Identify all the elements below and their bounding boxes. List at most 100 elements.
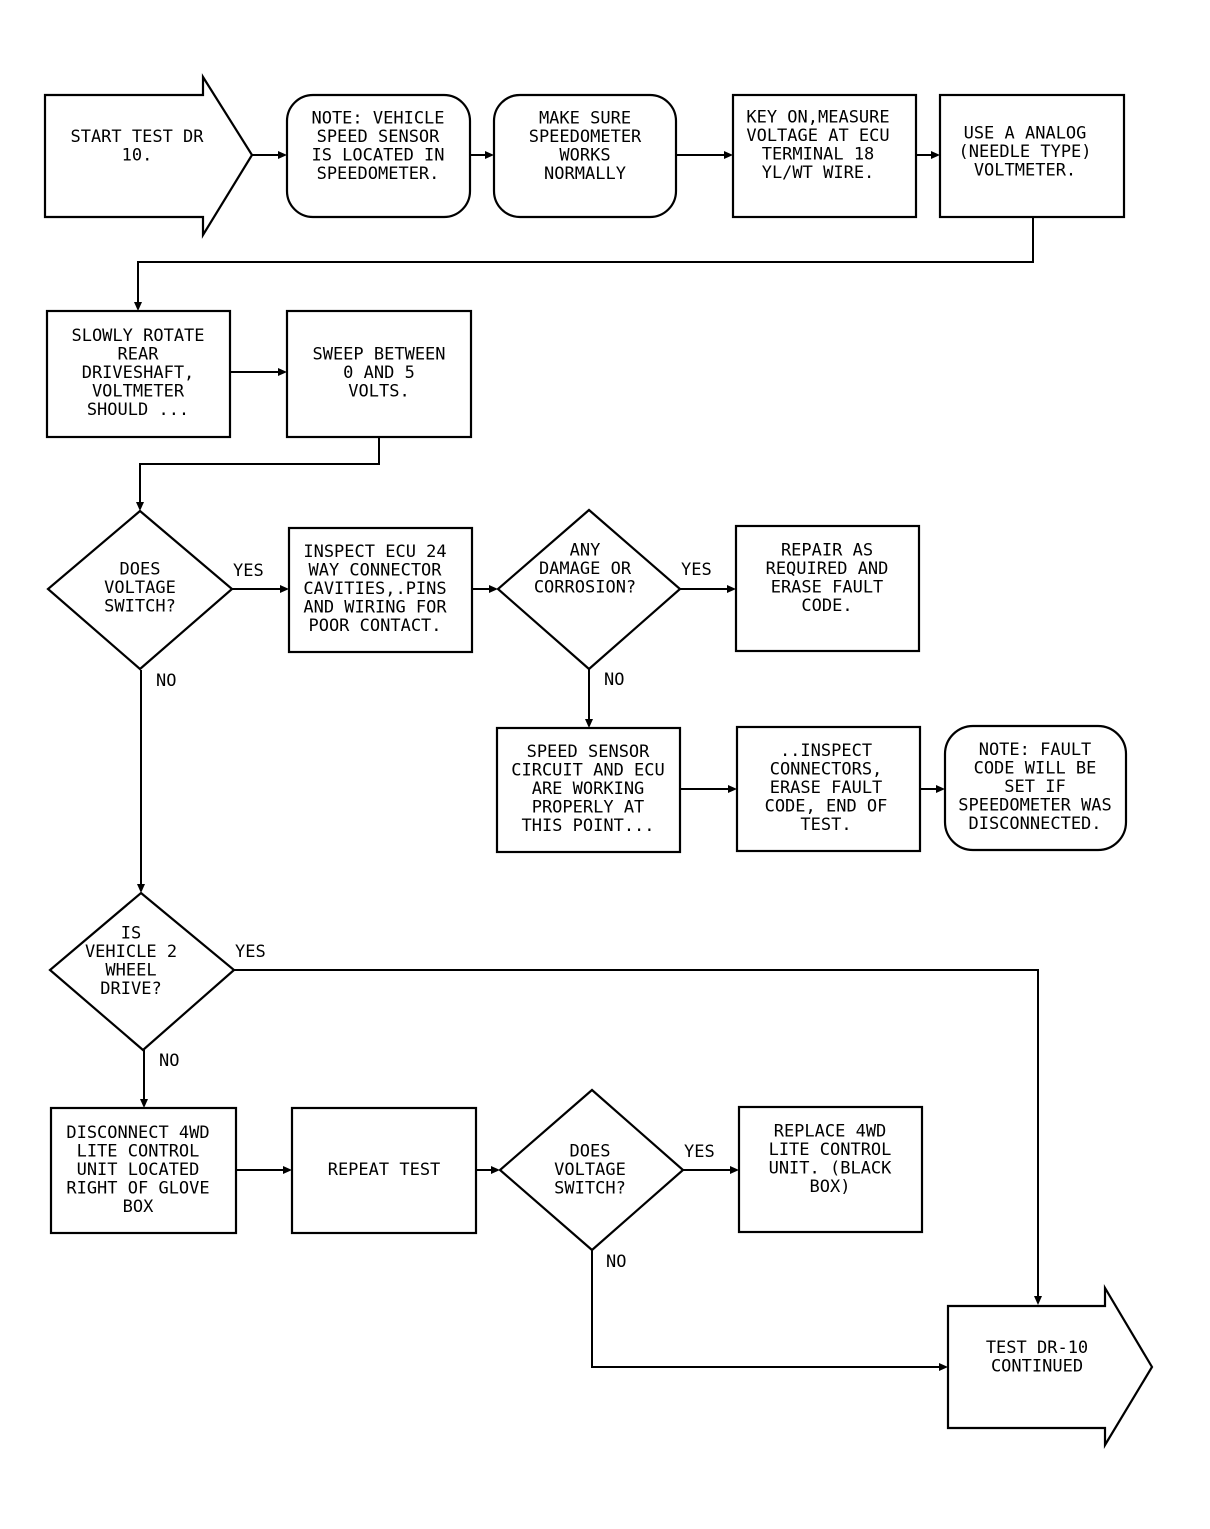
node-text-line: VOLTMETER: [92, 382, 185, 402]
node-text-line: DAMAGE OR: [539, 559, 632, 579]
node-text-line: CONNECTORS,: [770, 760, 883, 780]
node-text-line: BOX: [123, 1197, 154, 1217]
node-text-line: AND WIRING FOR: [303, 598, 447, 618]
node-text-line: REPEAT TEST: [328, 1160, 441, 1180]
node-text-line: REPAIR AS: [781, 540, 873, 560]
node-text-line: START TEST DR: [70, 127, 204, 147]
node-text-line: SWITCH?: [104, 597, 176, 617]
node-text-line: TEST DR-10: [986, 1338, 1088, 1358]
node-text-line: TEST.: [800, 815, 851, 835]
yes-label: YES: [681, 560, 712, 580]
node-text-line: DOES: [570, 1142, 611, 1162]
arrowhead: [931, 151, 940, 159]
node-text-line: REQUIRED AND: [766, 559, 889, 579]
edge-labels: YES NO YES NO YES NO YES NO: [156, 560, 715, 1272]
node-text-line: DISCONNECTED.: [968, 814, 1101, 834]
node-text-line: RIGHT OF GLOVE: [66, 1179, 209, 1199]
edge-sweep-to-decision1: [139, 437, 380, 503]
node-text-line: LITE CONTROL: [769, 1140, 892, 1160]
repeat-test-text: REPEAT TEST: [328, 1160, 441, 1180]
node-text-line: SPEEDOMETER WAS: [958, 796, 1112, 816]
node-text-line: CODE WILL BE: [974, 759, 1097, 779]
node-text-line: SWEEP BETWEEN: [312, 345, 445, 365]
node-text-line: SET IF: [1004, 777, 1065, 797]
arrowhead: [936, 785, 945, 793]
node-text-line: ERASE FAULT: [770, 778, 883, 798]
node-text-line: NOTE: VEHICLE: [311, 108, 444, 128]
node-text-line: CODE, END OF: [765, 797, 888, 817]
node-text-line: SPEEDOMETER: [529, 127, 642, 147]
arrowhead: [728, 785, 737, 793]
edge-2wd-yes: [234, 969, 1039, 1297]
node-text-line: INSPECT ECU 24: [303, 542, 446, 562]
node-text-line: MAKE SURE: [539, 108, 631, 128]
node-text-line: VOLTMETER.: [974, 161, 1076, 181]
node-text-line: KEY ON,MEASURE: [746, 107, 889, 127]
arrowhead: [724, 151, 733, 159]
node-text-line: SLOWLY ROTATE: [71, 326, 204, 346]
repeat-test-node: REPEAT TEST: [290, 1106, 478, 1235]
node-text-line: THIS POINT...: [521, 816, 654, 836]
node-text-line: VEHICLE 2: [85, 942, 177, 962]
node-text-line: IS: [121, 923, 141, 943]
arrowhead: [283, 1166, 292, 1174]
node-text-line: DISCONNECT 4WD: [66, 1123, 209, 1143]
arrowhead: [727, 585, 736, 593]
arrowhead: [280, 585, 289, 593]
yes-label: YES: [233, 561, 264, 581]
node-text-line: BOX): [810, 1177, 851, 1197]
node-text-line: 0 AND 5: [343, 363, 415, 383]
no-label: NO: [159, 1051, 179, 1071]
node-text-line: VOLTS.: [348, 382, 409, 402]
arrowhead: [278, 368, 287, 376]
arrowhead: [585, 719, 593, 728]
node-text-line: (NEEDLE TYPE): [958, 142, 1091, 162]
node-text-line: ARE WORKING: [532, 779, 645, 799]
arrowhead: [278, 151, 287, 159]
node-text-line: WHEEL: [105, 960, 156, 980]
node-text-line: NOTE: FAULT: [979, 740, 1092, 760]
arrowhead: [140, 1099, 148, 1108]
node-text-line: DRIVE?: [100, 979, 161, 999]
no-label: NO: [606, 1252, 626, 1272]
node-text-line: SWITCH?: [554, 1179, 626, 1199]
node-text-line: CIRCUIT AND ECU: [511, 761, 665, 781]
arrowhead: [489, 585, 498, 593]
node-text-line: WORKS: [559, 145, 610, 165]
node-text-line: SHOULD ...: [87, 400, 189, 420]
yes-label: YES: [235, 942, 266, 962]
yes-label: YES: [684, 1142, 715, 1162]
node-text-line: TERMINAL 18: [762, 144, 875, 164]
node-text-line: IS LOCATED IN: [311, 145, 444, 165]
node-text-line: POOR CONTACT.: [308, 616, 441, 636]
node-text-line: UNIT. (BLACK: [769, 1158, 893, 1178]
node-text-line: ..INSPECT: [780, 741, 872, 761]
node-text-line: SPEED SENSOR: [527, 742, 651, 762]
node-text-line: UNIT LOCATED: [77, 1160, 200, 1180]
node-text-line: CORROSION?: [534, 578, 636, 598]
